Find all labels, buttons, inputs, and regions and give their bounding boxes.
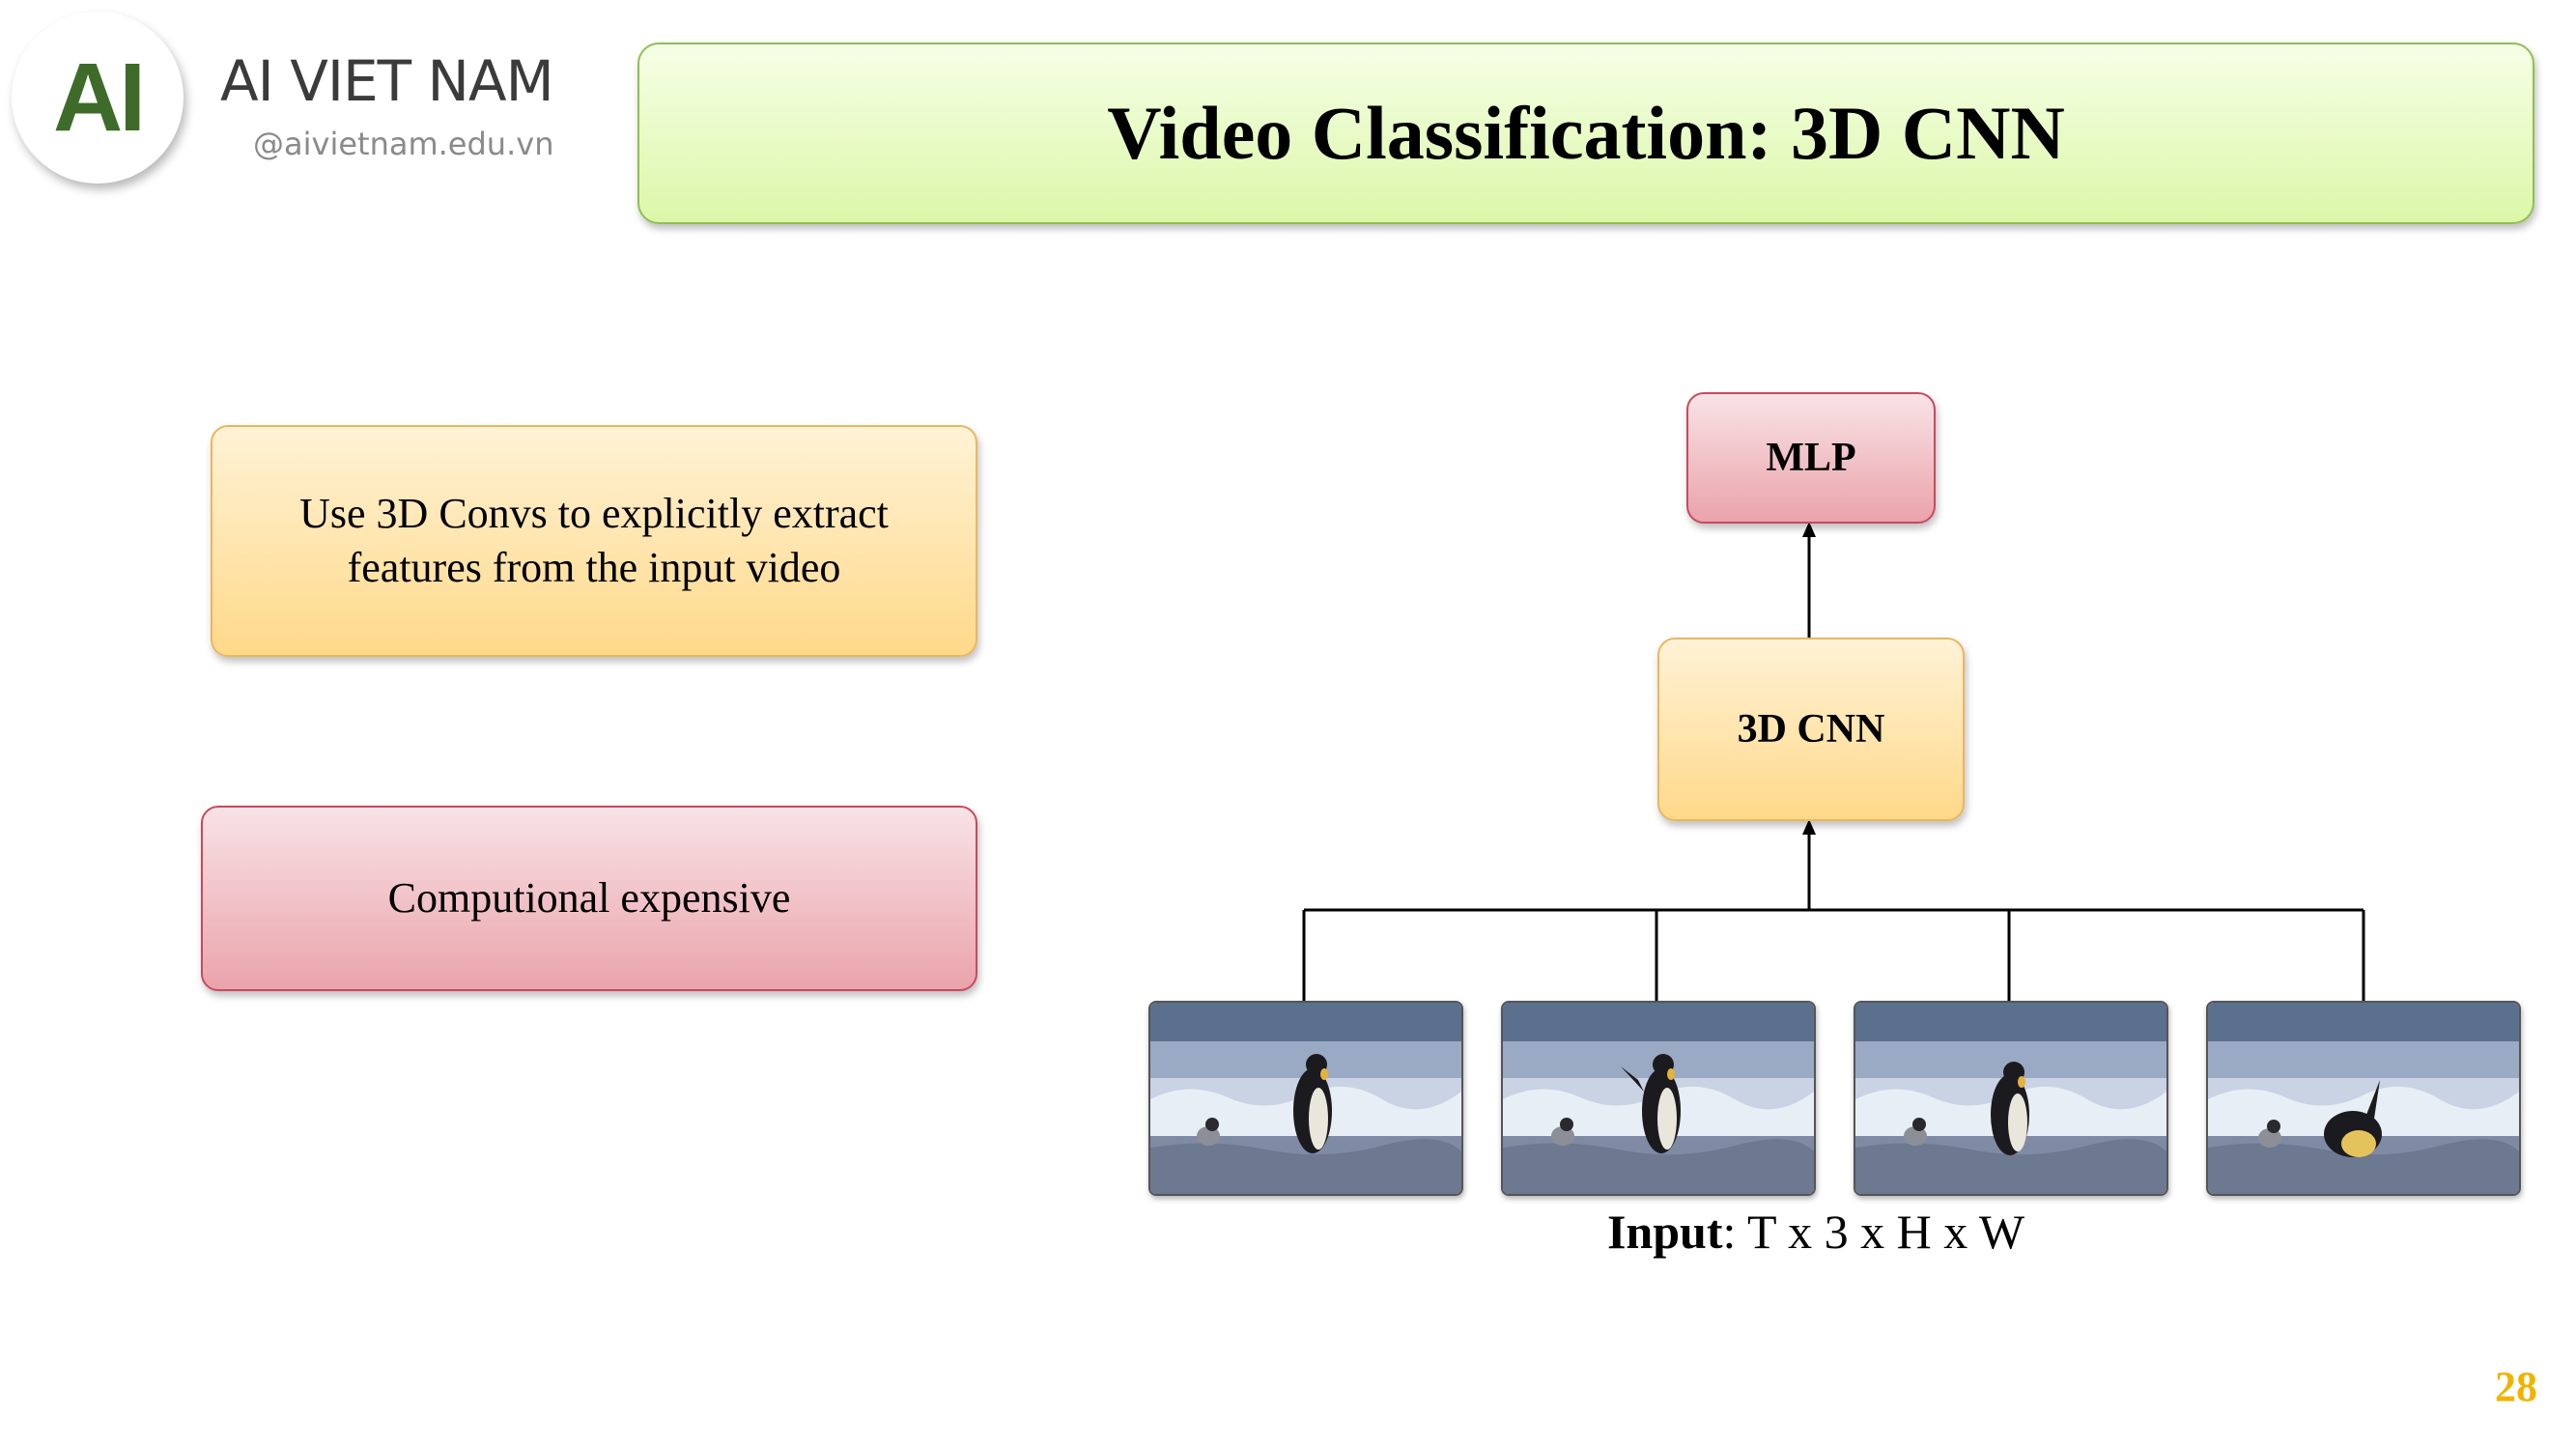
mlp-box: MLP [1686, 392, 1936, 524]
cnn-label: 3D CNN [1737, 707, 1885, 752]
cnn-box: 3D CNN [1657, 638, 1965, 821]
explanation-box: Use 3D Convs to explicitly extract featu… [211, 425, 977, 657]
page-number: 28 [2495, 1363, 2537, 1410]
cost-box: Computional expensive [201, 806, 977, 991]
brand-name: AI VIET NAM [220, 48, 554, 114]
arrow-to-cnn-head [1802, 819, 1816, 835]
explanation-line-1: Use 3D Convs to explicitly extract [299, 490, 889, 537]
video-frame-3 [1854, 1001, 2168, 1196]
input-label: Input [1606, 1205, 1723, 1259]
mlp-label: MLP [1766, 436, 1856, 480]
input-caption: Input: T x 3 x H x W [1430, 1204, 2202, 1260]
page-title: Video Classification: 3D CNN [1107, 91, 2065, 175]
input-shape: : T x 3 x H x W [1722, 1205, 2025, 1259]
brand-url: @aivietnam.edu.vn [253, 126, 554, 162]
title-banner: Video Classification: 3D CNN [637, 43, 2534, 224]
explanation-line-2: features from the input video [347, 544, 841, 591]
logo: AI [12, 12, 184, 184]
video-frame-2 [1501, 1001, 1816, 1196]
video-frame-4 [2206, 1001, 2521, 1196]
cost-text: Computional expensive [387, 874, 791, 922]
video-frame-1 [1148, 1001, 1463, 1196]
logo-mark: AI [53, 43, 146, 152]
arrow-to-mlp-head [1802, 522, 1816, 537]
